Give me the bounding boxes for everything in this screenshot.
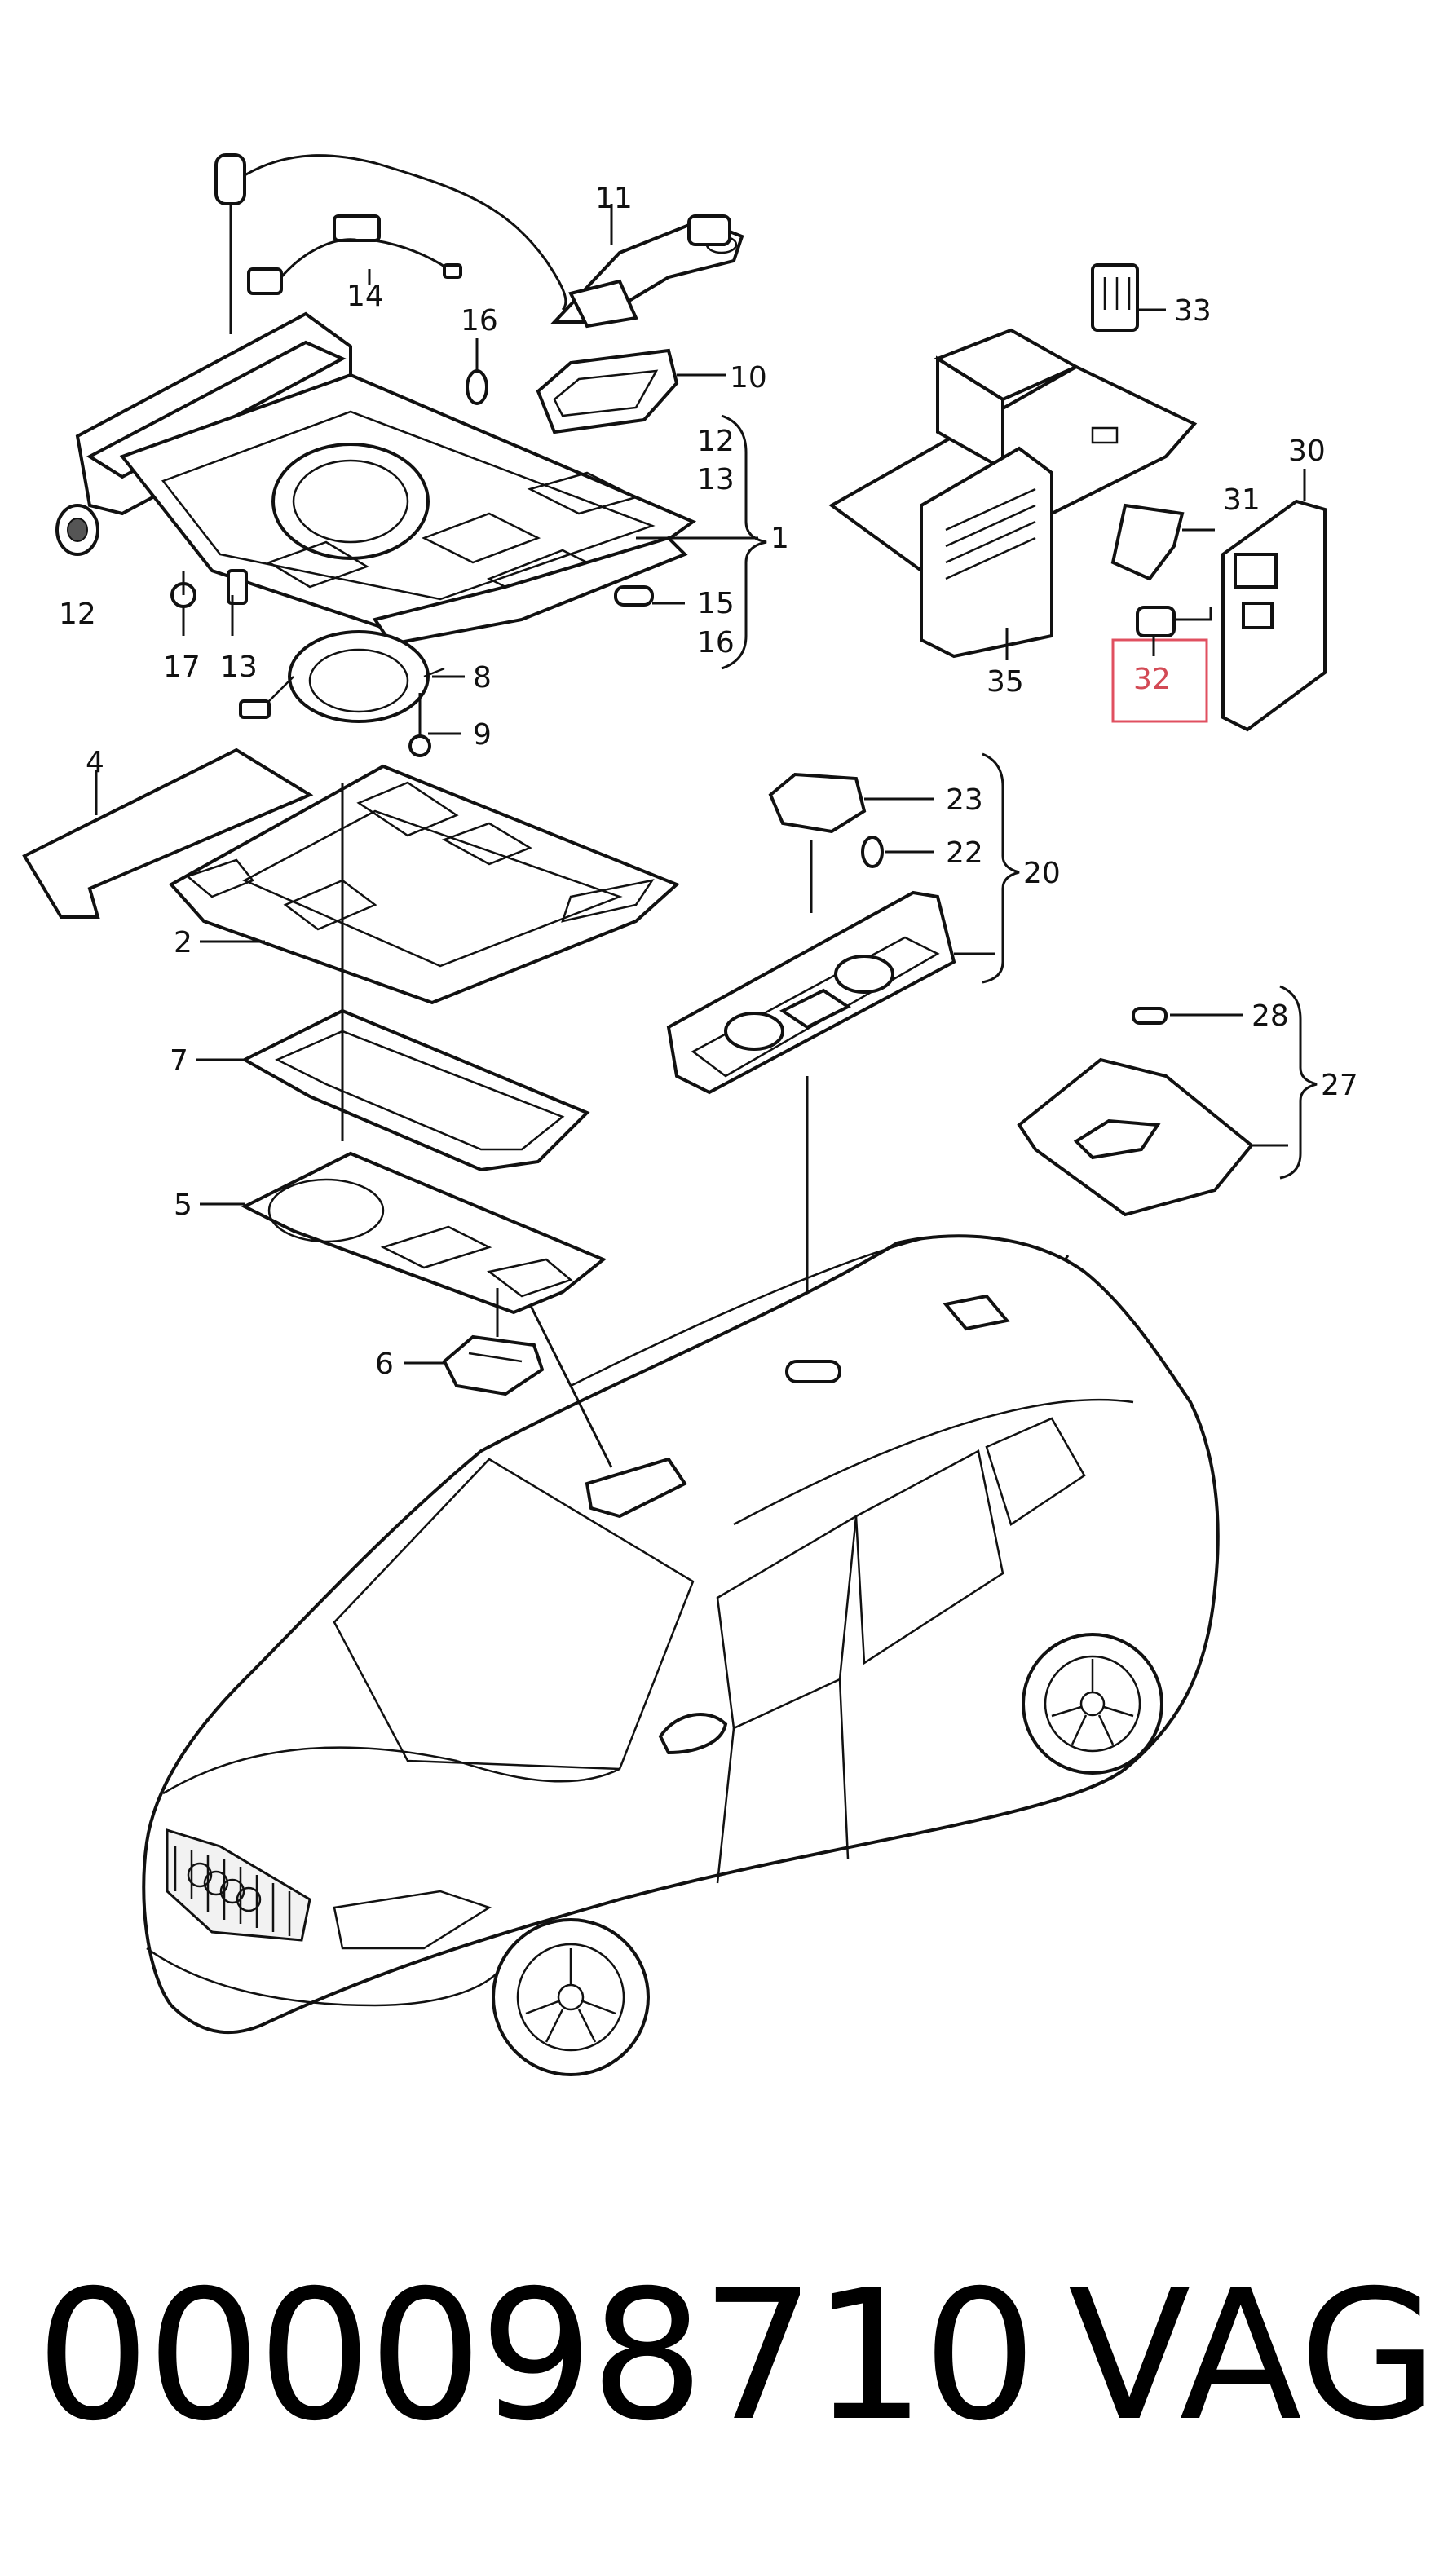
callout-2: 2 — [174, 926, 192, 959]
side-light-27 — [1009, 1057, 1254, 1338]
callout-27: 27 — [1321, 1069, 1358, 1102]
wiring-harness-14 — [214, 153, 567, 334]
screw-17 — [170, 571, 196, 608]
callout-13a: 13 — [697, 463, 735, 496]
module-35 — [828, 328, 1198, 659]
callout-10: 10 — [730, 361, 767, 395]
callout-16b: 16 — [697, 626, 735, 659]
callout-31: 31 — [1223, 483, 1260, 517]
headliner-trim-2 — [168, 764, 680, 1005]
plate-5 — [241, 1151, 607, 1315]
callout-20: 20 — [1023, 857, 1061, 890]
callout-33: 33 — [1174, 294, 1212, 328]
screw-9 — [408, 693, 431, 757]
callout-labels: 11 14 16 10 12 13 1 15 16 12 17 13 8 9 4… — [59, 182, 1358, 1381]
callout-32: 32 — [1133, 663, 1171, 696]
brand-label: VAG — [1068, 2252, 1438, 2460]
callout-28: 28 — [1252, 999, 1289, 1033]
bulb-15 — [614, 585, 654, 607]
callout-13b: 13 — [220, 651, 258, 684]
callout-12a: 12 — [697, 425, 735, 458]
callout-15: 15 — [697, 587, 735, 620]
reading-light-20 — [666, 890, 956, 1353]
callout-14: 14 — [347, 280, 384, 313]
callout-7: 7 — [170, 1044, 188, 1078]
part-number: 000098710 — [36, 2252, 1037, 2460]
callout-1: 1 — [770, 522, 789, 555]
callout-12b: 12 — [59, 598, 96, 631]
callout-8: 8 — [473, 661, 492, 695]
callout-16a: 16 — [461, 304, 498, 337]
connector-33 — [1091, 263, 1139, 332]
highlight-box — [1111, 638, 1208, 723]
vehicle-outline — [142, 1234, 1220, 2076]
bracket-11 — [550, 214, 744, 329]
clip-12 — [55, 504, 99, 556]
roof-console-assembly — [75, 311, 697, 646]
callout-6: 6 — [375, 1348, 394, 1381]
control-unit-30 — [1221, 499, 1327, 732]
speaker-frame-8 — [239, 630, 445, 723]
callout-4: 4 — [86, 746, 104, 779]
bulb-22 — [861, 836, 884, 868]
callout-35: 35 — [987, 665, 1024, 699]
callout-23: 23 — [946, 783, 983, 817]
frame-7 — [241, 1008, 590, 1172]
callout-30: 30 — [1288, 434, 1326, 468]
parts-diagram: 11 14 16 10 12 13 1 15 16 12 17 13 8 9 4… — [22, 153, 1358, 2076]
bulb-28 — [1132, 1007, 1168, 1025]
callout-11: 11 — [595, 182, 633, 215]
callout-22: 22 — [946, 836, 983, 870]
trim-panel-4 — [22, 748, 314, 919]
clip-31 — [1110, 503, 1185, 581]
callout-9: 9 — [473, 718, 492, 752]
light-23 — [768, 772, 867, 913]
clip-13 — [227, 569, 248, 605]
bulb-holder-32 — [1111, 606, 1212, 723]
unit-6 — [442, 1334, 545, 1396]
callout-17: 17 — [163, 651, 201, 684]
footer: 000098710 VAG — [0, 2266, 1448, 2527]
leader-lines — [95, 204, 1318, 1468]
light-unit-10 — [536, 348, 679, 434]
callout-5: 5 — [174, 1189, 192, 1222]
bulb-16 — [466, 338, 488, 405]
